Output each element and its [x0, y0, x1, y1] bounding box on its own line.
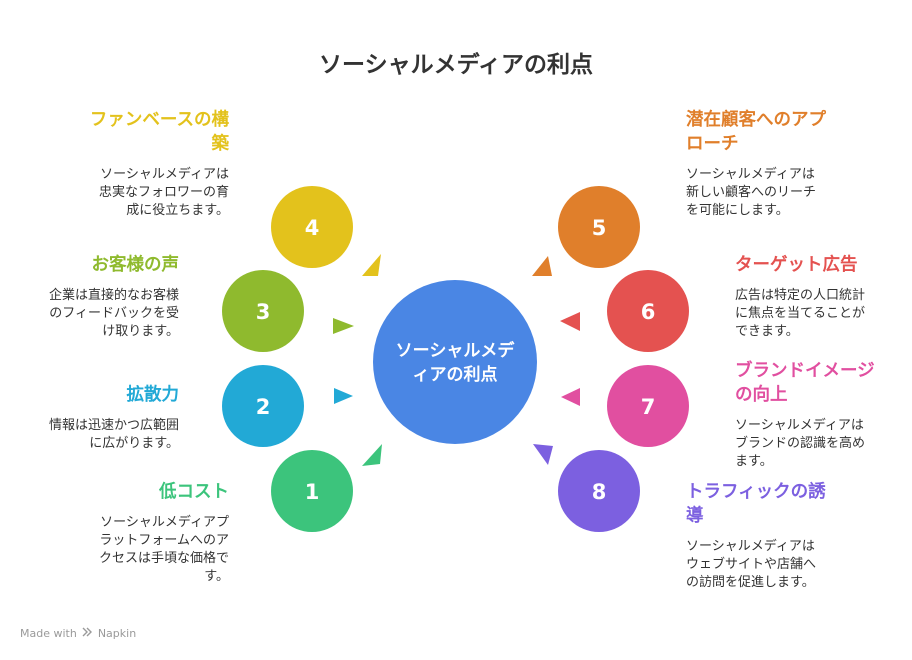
pointer-7 [561, 388, 580, 406]
center-circle [373, 280, 537, 444]
center-label-line2: ィアの利点 [413, 364, 498, 385]
svg-text:2: 2 [256, 395, 271, 419]
benefit-7-block: ブランドイメージの向上 ソーシャルメディアはブランドの認識を高めます。 [735, 359, 885, 471]
made-with-footer[interactable]: Made with Napkin [20, 627, 136, 640]
pointer-2 [334, 388, 353, 404]
benefit-5-desc: ソーシャルメディアは新しい顧客へのリーチを可能にします。 [686, 167, 817, 218]
benefit-4-heading: ファンベースの構築 [89, 110, 229, 154]
benefit-1-block: 低コスト ソーシャルメディアプラットフォームへのアクセスは手頃な価格です。 [79, 480, 229, 586]
pointer-8 [533, 444, 553, 465]
pointer-5 [532, 256, 552, 276]
svg-text:7: 7 [641, 395, 656, 419]
svg-text:1: 1 [305, 480, 320, 504]
benefit-3-block: お客様の声 企業は直接的なお客様のフィードバックを受け取ります。 [29, 253, 179, 341]
node-4: 4 [271, 186, 353, 268]
benefit-7-desc: ソーシャルメディアはブランドの認識を高めます。 [735, 418, 866, 469]
benefit-5-heading: 潜在顧客へのアプローチ [686, 110, 826, 154]
benefit-8-heading: トラフィックの誘導 [686, 482, 826, 526]
node-1: 1 [271, 450, 353, 532]
napkin-brand: Napkin [97, 627, 137, 640]
pointer-1 [362, 444, 382, 466]
pointer-6 [560, 312, 580, 331]
made-with-label: Made with [20, 627, 77, 640]
center-label-line1: ソーシャルメデ [396, 340, 516, 361]
benefit-2-heading: 拡散力 [126, 385, 180, 405]
benefit-7-heading: ブランドイメージの向上 [735, 361, 875, 405]
benefit-8-desc: ソーシャルメディアはウェブサイトや店舗への訪問を促進します。 [686, 539, 817, 590]
svg-text:8: 8 [592, 480, 607, 504]
node-5: 5 [558, 186, 640, 268]
svg-text:4: 4 [305, 216, 320, 240]
napkin-logo-icon [82, 627, 93, 640]
node-3: 3 [222, 270, 304, 352]
benefit-2-desc: 情報は迅速かつ広範囲に広がります。 [48, 418, 179, 451]
svg-text:3: 3 [256, 300, 271, 324]
benefit-3-heading: お客様の声 [91, 255, 180, 275]
node-6: 6 [607, 270, 689, 352]
pointer-4 [362, 254, 381, 276]
benefit-6-desc: 広告は特定の人口統計に焦点を当てることができます。 [735, 288, 866, 339]
benefit-6-block: ターゲット広告 広告は特定の人口統計に焦点を当てることができます。 [735, 253, 885, 341]
svg-text:5: 5 [592, 216, 607, 240]
benefit-1-heading: 低コスト [159, 482, 229, 502]
svg-text:6: 6 [641, 300, 656, 324]
benefit-2-block: 拡散力 情報は迅速かつ広範囲に広がります。 [29, 383, 179, 453]
benefit-8-block: トラフィックの誘導 ソーシャルメディアはウェブサイトや店舗への訪問を促進します。 [686, 480, 836, 592]
node-2: 2 [222, 365, 304, 447]
benefit-5-block: 潜在顧客へのアプローチ ソーシャルメディアは新しい顧客へのリーチを可能にします。 [686, 108, 836, 220]
benefit-1-desc: ソーシャルメディアプラットフォームへのアクセスは手頃な価格です。 [98, 515, 229, 584]
benefit-4-desc: ソーシャルメディアは忠実なフォロワーの育成に役立ちます。 [98, 167, 229, 218]
page-title: ソーシャルメディアの利点 [319, 52, 593, 78]
node-8: 8 [558, 450, 640, 532]
benefit-4-block: ファンベースの構築 ソーシャルメディアは忠実なフォロワーの育成に役立ちます。 [79, 108, 229, 220]
benefit-6-heading: ターゲット広告 [735, 255, 858, 275]
pointer-3 [333, 318, 354, 334]
benefit-3-desc: 企業は直接的なお客様のフィードバックを受け取ります。 [48, 288, 179, 339]
node-7: 7 [607, 365, 689, 447]
